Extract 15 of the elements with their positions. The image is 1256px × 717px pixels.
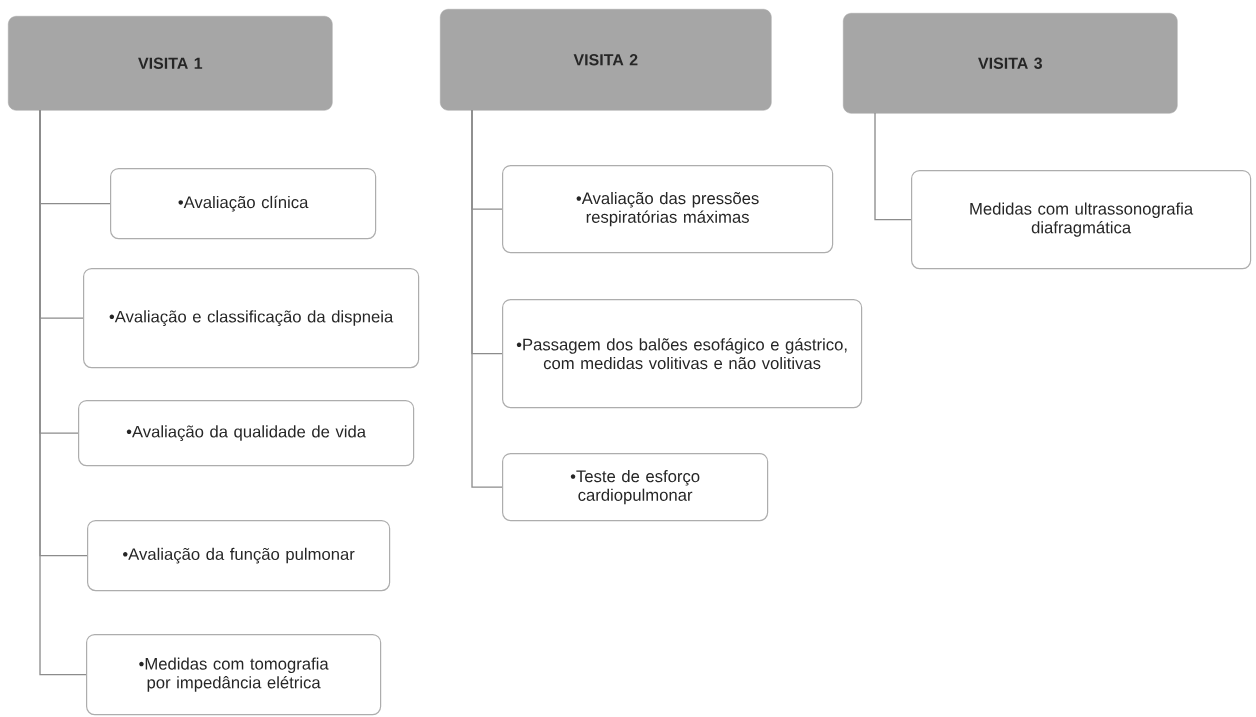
step-box: •Teste de esforço cardiopulmonar (502, 453, 769, 522)
step-box: •Avaliação e classificação da dispneia (83, 268, 420, 369)
step-box: •Avaliação da função pulmonar (87, 520, 391, 592)
connector-line (874, 112, 912, 221)
step-box: •Avaliação da qualidade de vida (78, 400, 415, 467)
connector-line (39, 109, 87, 676)
header-box: VISITA 2 (440, 9, 772, 111)
step-box: •Passagem dos balões esofágico e gástrico, com medidas volitivas e não volitivas (502, 299, 863, 409)
header-box: VISITA 1 (8, 16, 333, 111)
step-box: Medidas com ultrassonografia diafragmática (911, 170, 1252, 270)
step-box: •Avaliação clínica (110, 168, 377, 240)
header-box: VISITA 3 (843, 13, 1178, 114)
connector-line (471, 109, 503, 488)
step-box: •Medidas com tomografia por impedância elétrica (86, 634, 382, 716)
step-box: •Avaliação das pressões respiratórias máximas (502, 165, 834, 254)
